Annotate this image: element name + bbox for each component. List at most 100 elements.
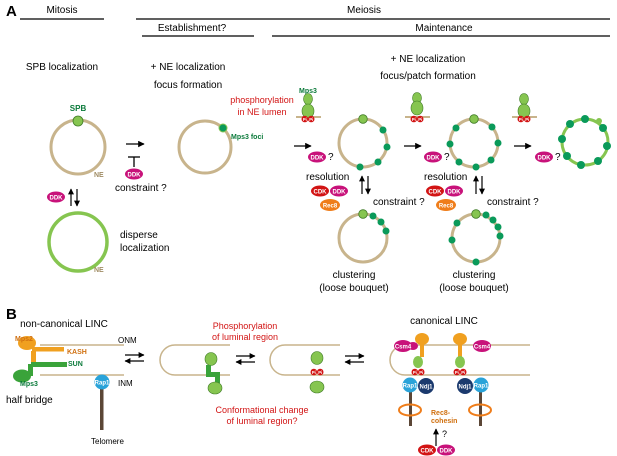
svg-text:CDK: CDK — [429, 190, 443, 196]
svg-text:Ndj1: Ndj1 — [458, 385, 472, 391]
mps2-label: Mps2 — [15, 336, 33, 343]
panel-b-label: B — [6, 306, 17, 323]
svg-text:Rap1: Rap1 — [474, 384, 489, 390]
svg-text:CDK: CDK — [314, 190, 328, 196]
loose-bouquet-2: (loose bouquet) — [439, 283, 509, 294]
ne-localization-1: + NE localization — [151, 62, 226, 73]
svg-text:DDK: DDK — [427, 156, 441, 162]
exchange-arrows-3 — [344, 353, 365, 365]
csm4-badge-1: Csm4 — [394, 340, 412, 352]
canonical-linc-right: Pi Pi — [453, 333, 467, 376]
establishment-nucleus — [177, 119, 233, 175]
onm-label: ONM — [118, 336, 137, 345]
svg-text:DDK: DDK — [440, 449, 454, 455]
question-m2: ? — [444, 152, 450, 163]
svg-text:Pi: Pi — [309, 117, 313, 122]
svg-text:Pi: Pi — [412, 117, 416, 122]
telomere-left — [398, 390, 422, 426]
telomere-right — [468, 390, 492, 426]
svg-text:DDK: DDK — [50, 196, 64, 202]
inm-label: INM — [118, 379, 133, 388]
canonical-label: canonical LINC — [410, 316, 478, 327]
svg-text:DDK: DDK — [538, 156, 552, 162]
canonical-linc-left: Pi Pi — [408, 333, 429, 376]
ddk-badge-r2: DDK — [445, 185, 463, 197]
clustering-2: clustering — [453, 270, 496, 281]
mps3-inset-1: Pi Pi — [296, 93, 321, 123]
telomere-label: Telomere — [91, 437, 124, 446]
svg-text:Pi: Pi — [418, 117, 422, 122]
meiosis-heading: Meiosis — [347, 5, 381, 16]
spb-localization: SPB localization — [26, 62, 98, 73]
svg-text:Rec8: Rec8 — [323, 204, 338, 210]
maintenance-nucleus-2 — [446, 114, 502, 171]
rap1-telomere-1: Rap1 — [94, 374, 110, 430]
phosphorylation-label-2: in NE lumen — [237, 107, 286, 117]
clustering-nucleus-2 — [448, 209, 504, 266]
question-b: ? — [442, 429, 447, 439]
ndj1-badge-right: Ndj1 — [457, 378, 473, 394]
non-canonical-label: non-canonical LINC — [20, 319, 108, 330]
mitosis-heading: Mitosis — [46, 5, 77, 16]
rec8-badge-2: Rec8 — [436, 199, 456, 211]
ne-membrane-1 — [40, 344, 124, 376]
mps3-phosphorylated: Pi Pi — [309, 351, 325, 394]
clustering-1: clustering — [333, 270, 376, 281]
svg-text:Pi: Pi — [312, 370, 316, 375]
maintenance-nucleus-1 — [337, 114, 391, 171]
phosphorylation-label-1: phosphorylation — [230, 95, 294, 105]
exchange-arrows-1 — [124, 352, 145, 364]
establishment-heading: Establishment? — [158, 23, 227, 34]
ne-membrane-2 — [159, 344, 230, 376]
spb-label: SPB — [70, 104, 87, 113]
ddk-badge-r1: DDK — [330, 185, 348, 197]
resolution-1: resolution — [306, 172, 349, 183]
ddk-badge-1: DDK — [125, 168, 143, 180]
disperse-label-1: disperse — [120, 230, 158, 241]
svg-text:Pi: Pi — [413, 370, 417, 375]
question-m1: ? — [328, 152, 334, 163]
half-bridge — [13, 336, 67, 383]
rap1-badge-left: Rap1 — [402, 377, 418, 393]
ddk-badge-2: DDK — [47, 191, 65, 203]
svg-text:Rap1: Rap1 — [95, 381, 110, 387]
svg-text:Csm4: Csm4 — [474, 345, 491, 351]
disperse-nucleus — [47, 211, 109, 273]
focus-formation: focus formation — [154, 80, 222, 91]
phos-luminal-1: Phosphorylation — [213, 321, 278, 331]
ddk-badge-m2: DDK — [424, 151, 442, 163]
mitotic-nucleus — [49, 115, 107, 176]
svg-text:CDK: CDK — [421, 449, 435, 455]
ne-localization-2: + NE localization — [391, 54, 466, 65]
svg-text:DDK: DDK — [128, 173, 142, 179]
half-bridge-label: half bridge — [6, 395, 53, 406]
ddk-badge-b: DDK — [437, 444, 455, 456]
kash-label: KASH — [67, 349, 87, 356]
phos-luminal-2: of luminal region — [212, 332, 278, 342]
mps3-inset-label: Mps3 — [299, 88, 317, 95]
svg-text:DDK: DDK — [311, 156, 325, 162]
svg-text:Pi: Pi — [303, 117, 307, 122]
ne-membrane-3 — [269, 344, 340, 376]
rec8-badge-1: Rec8 — [320, 199, 340, 211]
csm4-badge-2: Csm4 — [473, 340, 491, 352]
clustering-nucleus-1 — [337, 209, 390, 264]
svg-text:DDK: DDK — [333, 190, 347, 196]
constraint-2: constraint ? — [373, 197, 425, 208]
ne-label-2: NE — [94, 267, 104, 274]
mps3-unphosphorylated — [204, 352, 223, 395]
svg-text:Pi: Pi — [525, 117, 529, 122]
exchange-arrows-2 — [235, 353, 256, 365]
svg-text:Pi: Pi — [318, 370, 322, 375]
svg-text:Pi: Pi — [419, 370, 423, 375]
svg-text:Rap1: Rap1 — [403, 384, 418, 390]
cdk-badge-b: CDK — [418, 444, 436, 456]
ddk-badge-m3: DDK — [535, 151, 553, 163]
disperse-label-2: localization — [120, 243, 169, 254]
ndj1-badge-left: Ndj1 — [418, 378, 434, 394]
mps3-label-b: Mps3 — [20, 381, 38, 388]
focus-patch-formation: focus/patch formation — [380, 71, 476, 82]
ddk-badge-m1: DDK — [308, 151, 326, 163]
question-m3: ? — [555, 152, 561, 163]
